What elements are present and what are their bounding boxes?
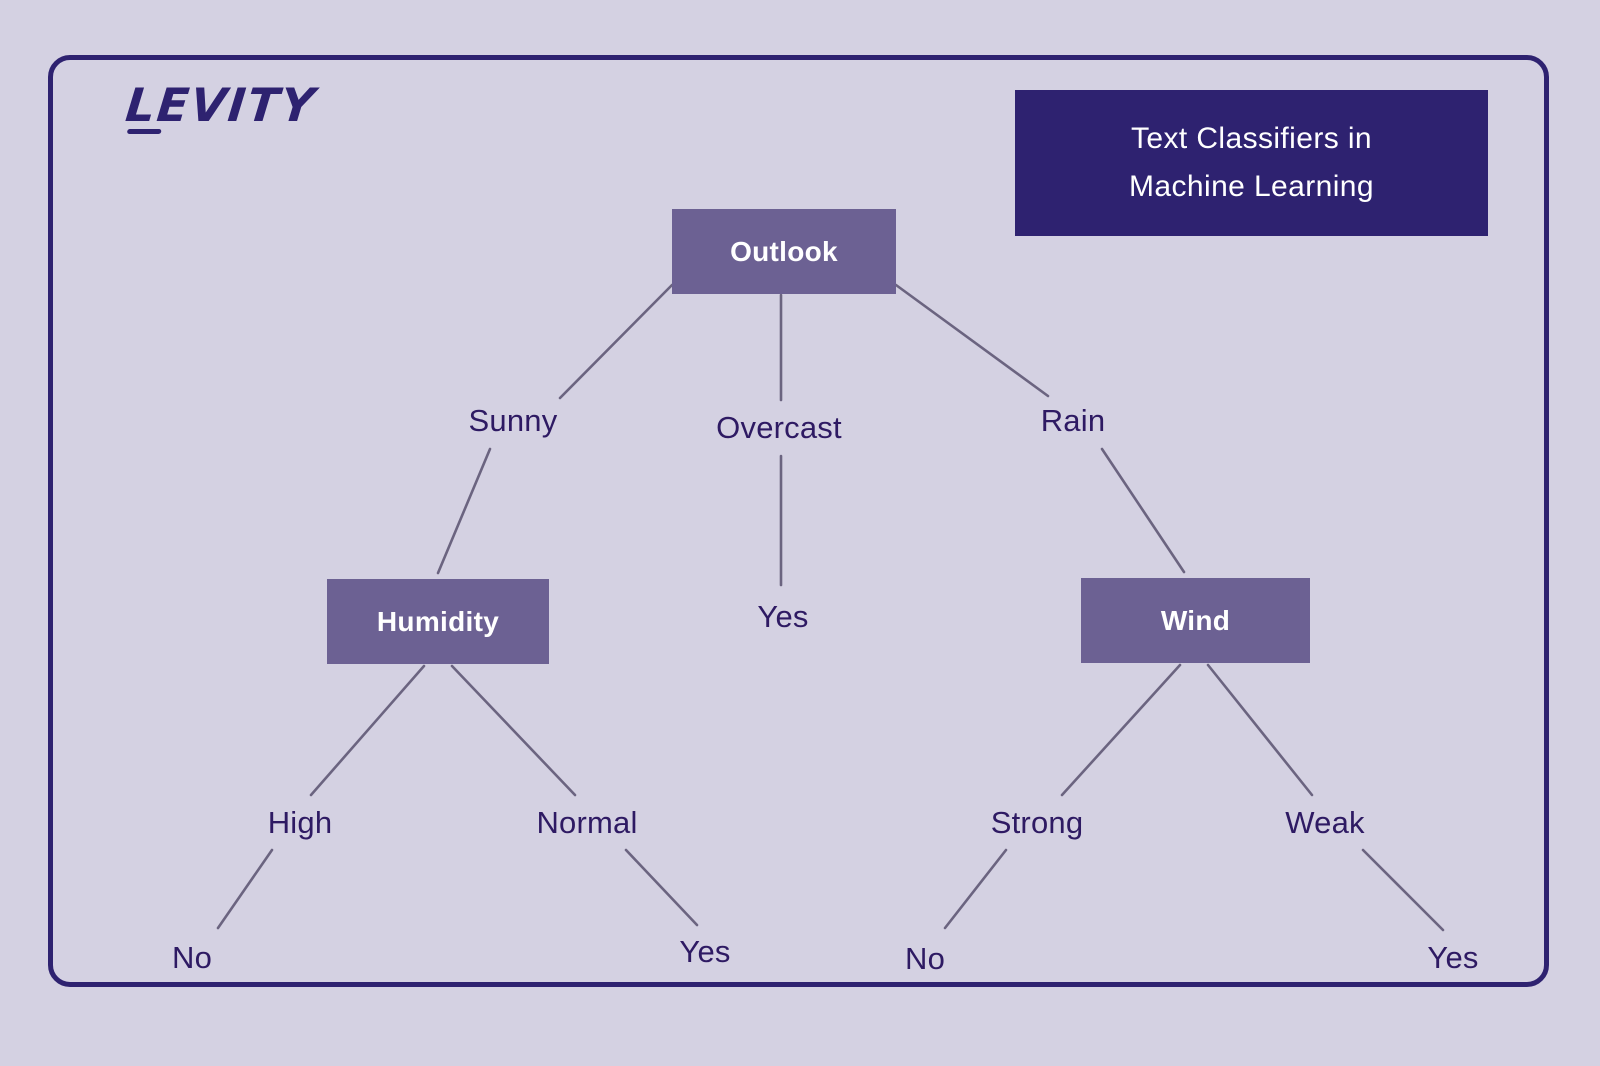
- levity-logo: LEVITY: [123, 78, 319, 132]
- leaf-no-strong: No: [904, 941, 946, 976]
- edge-label-weak: Weak: [1285, 805, 1365, 840]
- page-title: Text Classifiers in Machine Learning: [1117, 115, 1386, 211]
- leaf-no-high: No: [171, 940, 213, 975]
- outer-frame: [48, 55, 1549, 987]
- node-outlook[interactable]: Outlook: [672, 209, 896, 294]
- edge-label-sunny: Sunny: [468, 403, 558, 438]
- title-plate: Text Classifiers in Machine Learning: [1015, 90, 1488, 236]
- leaf-yes-overcast: Yes: [757, 599, 809, 634]
- leaf-yes-weak: Yes: [1427, 940, 1479, 975]
- edge-label-high: High: [267, 805, 333, 840]
- node-humidity[interactable]: Humidity: [327, 579, 549, 664]
- leaf-yes-normal: Yes: [679, 934, 731, 969]
- node-wind[interactable]: Wind: [1081, 578, 1310, 663]
- edge-label-overcast: Overcast: [716, 410, 842, 445]
- title-line-1: Text Classifiers in: [1131, 122, 1372, 155]
- edge-label-strong: Strong: [990, 805, 1084, 840]
- edge-label-rain: Rain: [1040, 403, 1106, 438]
- edge-label-normal: Normal: [536, 805, 638, 840]
- title-line-2: Machine Learning: [1129, 170, 1374, 203]
